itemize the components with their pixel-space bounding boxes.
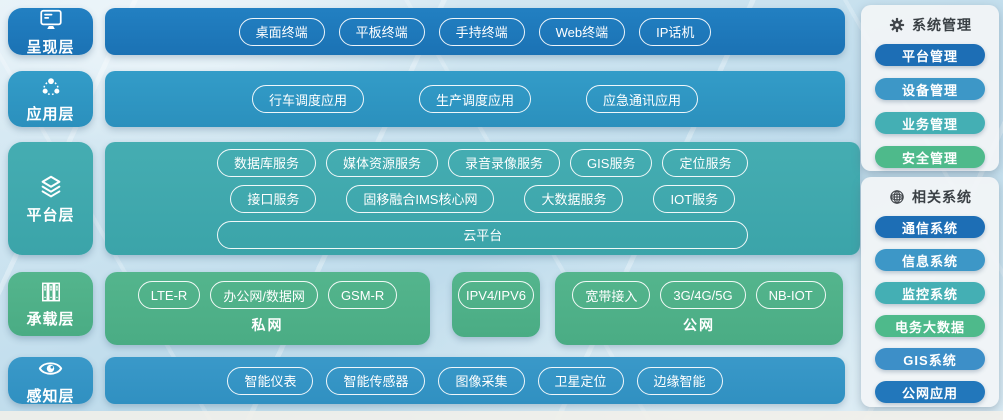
pill-positioning-service[interactable]: 定位服务	[662, 148, 749, 177]
layer-tile-presentation[interactable]: 呈现层	[8, 7, 93, 56]
related-systems-header: 相关系统	[888, 187, 972, 207]
related-systems-title: 相关系统	[912, 189, 972, 205]
system-management-buttons: 平台管理 设备管理 业务管理 安全管理	[875, 44, 985, 168]
server-rack-icon	[38, 279, 64, 305]
pill-ims-core-network[interactable]: 固移融合IMS核心网	[346, 184, 495, 213]
pill-production-dispatch-app[interactable]: 生产调度应用	[418, 85, 531, 113]
public-network-block: 宽带接入 3G/4G/5G NB-IOT 公网	[555, 272, 843, 345]
monitor-icon	[38, 7, 64, 33]
pill-image-capture[interactable]: 图像采集	[438, 366, 525, 395]
pill-smart-sensor[interactable]: 智能传感器	[326, 366, 426, 395]
pill-lte-r[interactable]: LTE-R	[137, 281, 201, 309]
globe-icon	[888, 188, 906, 206]
pill-satellite-positioning[interactable]: 卫星定位	[537, 366, 624, 395]
related-systems-panel: 相关系统 通信系统 信息系统 监控系统 电务大数据 GIS系统 公网应用	[861, 177, 999, 407]
bearer-band: 承载层 LTE-R 办公网/数据网 GSM-R 私网 IPV4/IPV6 宽带接…	[8, 272, 845, 345]
perception-row: 智能仪表 智能传感器 图像采集 卫星定位 边缘智能	[105, 357, 845, 404]
pill-broadband-access[interactable]: 宽带接入	[572, 281, 651, 309]
public-network-label: 公网	[683, 317, 715, 333]
pill-interface-service[interactable]: 接口服务	[230, 184, 317, 213]
monitoring-system-button[interactable]: 监控系统	[875, 282, 985, 304]
gear-icon	[888, 16, 906, 34]
layer-tile-application[interactable]: 应用层	[8, 71, 93, 127]
information-system-button[interactable]: 信息系统	[875, 249, 985, 271]
ip-protocol-block: IPV4/IPV6	[452, 272, 540, 337]
platform-management-button[interactable]: 平台管理	[875, 44, 985, 66]
application-band: 应用层 行车调度应用 生产调度应用 应急通讯应用	[8, 71, 845, 127]
layers-icon	[37, 173, 65, 201]
layer-tile-perception[interactable]: 感知层	[8, 355, 93, 405]
communication-system-button[interactable]: 通信系统	[875, 216, 985, 238]
pill-gis-service[interactable]: GIS服务	[570, 148, 653, 177]
pill-emergency-comm-app[interactable]: 应急通讯应用	[586, 85, 699, 113]
pill-handheld-terminal[interactable]: 手持终端	[438, 17, 525, 46]
eye-icon	[37, 355, 64, 382]
security-management-button[interactable]: 安全管理	[875, 146, 985, 168]
platform-band: 平台层 数据库服务 媒体资源服务 录音录像服务 GIS服务 定位服务 接口服务 …	[8, 142, 861, 255]
perception-band: 感知层 智能仪表 智能传感器 图像采集 卫星定位 边缘智能	[8, 355, 845, 405]
system-management-title: 系统管理	[912, 17, 972, 33]
share-nodes-icon	[38, 74, 64, 100]
pill-nb-iot[interactable]: NB-IOT	[755, 281, 826, 309]
private-network-block: LTE-R 办公网/数据网 GSM-R 私网	[105, 272, 430, 345]
gis-system-button[interactable]: GIS系统	[875, 348, 985, 370]
pill-train-dispatch-app[interactable]: 行车调度应用	[251, 85, 364, 113]
platform-row: 数据库服务 媒体资源服务 录音录像服务 GIS服务 定位服务 接口服务 固移融合…	[105, 142, 861, 255]
pill-bigdata-service[interactable]: 大数据服务	[524, 184, 624, 213]
pill-tablet-terminal[interactable]: 平板终端	[338, 17, 425, 46]
layer-label-perception: 感知层	[26, 388, 75, 405]
pill-3g4g5g[interactable]: 3G/4G/5G	[660, 281, 746, 309]
bearer-row: LTE-R 办公网/数据网 GSM-R 私网 IPV4/IPV6 宽带接入 3G…	[105, 272, 845, 345]
pill-smart-meter[interactable]: 智能仪表	[227, 366, 314, 395]
pill-office-data-network[interactable]: 办公网/数据网	[210, 281, 318, 309]
system-management-panel: 系统管理 平台管理 设备管理 业务管理 安全管理	[861, 5, 999, 171]
pill-database-service[interactable]: 数据库服务	[217, 148, 317, 177]
presentation-band: 呈现层 桌面终端 平板终端 手持终端 Web终端 IP话机	[8, 7, 845, 56]
pill-media-resource-service[interactable]: 媒体资源服务	[326, 148, 439, 177]
layer-label-presentation: 呈现层	[26, 38, 75, 56]
pill-desktop-terminal[interactable]: 桌面终端	[238, 17, 325, 46]
platform-services-line2: 接口服务 固移融合IMS核心网 大数据服务 IOT服务	[217, 184, 748, 213]
layer-label-application: 应用层	[26, 106, 75, 123]
pill-edge-intelligence[interactable]: 边缘智能	[636, 366, 723, 395]
presentation-row: 桌面终端 平板终端 手持终端 Web终端 IP话机	[105, 8, 845, 55]
platform-services-line3: 云平台	[217, 220, 749, 249]
system-management-header: 系统管理	[888, 15, 972, 35]
platform-services-line1: 数据库服务 媒体资源服务 录音录像服务 GIS服务 定位服务	[217, 148, 749, 177]
pill-web-terminal[interactable]: Web终端	[538, 17, 626, 46]
electrical-bigdata-button[interactable]: 电务大数据	[875, 315, 985, 337]
bottom-edge-strip	[0, 411, 1003, 420]
layer-label-bearer: 承载层	[26, 311, 75, 328]
pill-iot-service[interactable]: IOT服务	[653, 184, 736, 213]
layer-tile-platform[interactable]: 平台层	[8, 142, 93, 255]
device-management-button[interactable]: 设备管理	[875, 78, 985, 100]
related-systems-buttons: 通信系统 信息系统 监控系统 电务大数据 GIS系统 公网应用	[875, 216, 985, 403]
layer-tile-bearer[interactable]: 承载层	[8, 272, 93, 336]
layer-label-platform: 平台层	[26, 206, 75, 224]
pill-ipv4-ipv6[interactable]: IPV4/IPV6	[458, 281, 534, 309]
business-management-button[interactable]: 业务管理	[875, 112, 985, 134]
pill-cloud-platform[interactable]: 云平台	[217, 220, 749, 249]
pill-gsm-r[interactable]: GSM-R	[327, 281, 398, 309]
pill-ip-phone[interactable]: IP话机	[639, 17, 712, 46]
application-row: 行车调度应用 生产调度应用 应急通讯应用	[105, 71, 845, 127]
public-network-app-button[interactable]: 公网应用	[875, 381, 985, 403]
private-network-label: 私网	[251, 317, 284, 333]
pill-recording-service[interactable]: 录音录像服务	[448, 148, 561, 177]
